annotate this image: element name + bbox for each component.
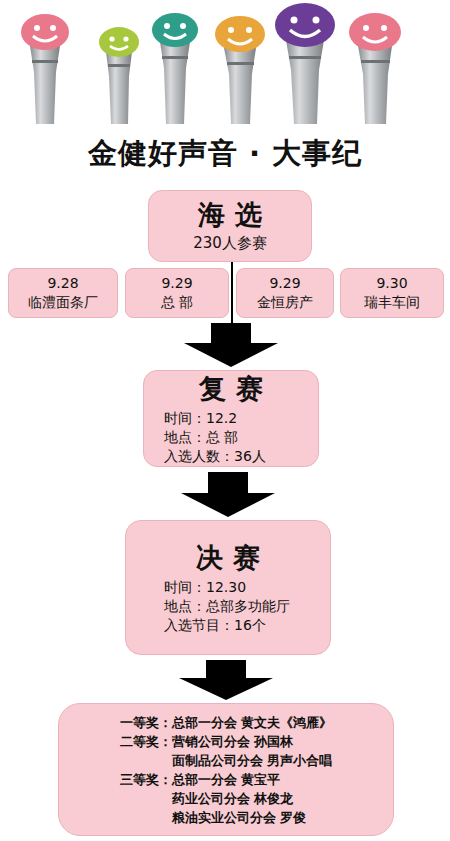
date-box: 9.30瑞丰车间 (340, 268, 444, 318)
date-label: 9.29 (237, 274, 333, 293)
award-box: 一等奖：总部一分会 黄文夫《鸿雁》二等奖：营销公司分会 孙国林面制品公司分会 男… (58, 703, 394, 836)
date-box: 9.29金恒房产 (236, 268, 334, 318)
mic-figure (349, 13, 401, 124)
venue-label: 金恒房产 (237, 293, 333, 312)
stage-detail: 230人参赛 (149, 232, 311, 254)
mic-figure (215, 16, 265, 124)
award-level: 一等奖： (120, 713, 172, 732)
award-level: 三等奖： (120, 770, 172, 789)
award-winner: 总部一分会 黄文夫《鸿雁》 (172, 713, 333, 732)
stage-heading: 决 赛 (126, 540, 330, 576)
stage-heading: 复 赛 (144, 371, 318, 407)
stage-detail: 入选人数：36人 (144, 447, 318, 466)
award-winner: 总部一分会 黄宝平 (172, 770, 333, 789)
stage-box: 复 赛时间：12.2地点：总 部入选人数：36人 (143, 370, 319, 467)
flow-arrow (181, 472, 275, 517)
block-arrow (179, 660, 273, 700)
mic-figure (275, 3, 335, 124)
stage-box: 海 选230人参赛 (148, 190, 312, 262)
date-label: 9.30 (341, 274, 443, 293)
diagram-title: 金健好声音 · 大事纪 (0, 134, 450, 174)
stage-detail: 时间：12.30 (126, 578, 330, 597)
award-winner: 粮油实业公司分会 罗俊 (172, 808, 333, 827)
date-label: 9.29 (126, 274, 228, 293)
award-winner: 面制品公司分会 男声小合唱 (172, 751, 333, 770)
stage-heading: 海 选 (149, 198, 311, 232)
grid-spacer (120, 751, 172, 770)
stage-detail: 入选节目：16个 (126, 616, 330, 635)
grid-spacer (120, 789, 172, 808)
date-box: 9.28临澧面条厂 (8, 268, 118, 318)
microphone-illustration (0, 0, 450, 130)
grid-spacer (120, 808, 172, 827)
block-arrow (181, 472, 275, 517)
stage-detail: 地点：总 部 (144, 428, 318, 447)
arrow-lead (231, 262, 233, 323)
date-box: 9.29总 部 (125, 268, 229, 318)
award-grid: 一等奖：总部一分会 黄文夫《鸿雁》二等奖：营销公司分会 孙国林面制品公司分会 男… (59, 713, 393, 827)
award-winner: 药业公司分会 林俊龙 (172, 789, 333, 808)
block-arrow (184, 323, 278, 367)
venue-label: 瑞丰车间 (341, 293, 443, 312)
stage-detail: 地点：总部多功能厅 (126, 597, 330, 616)
flow-arrow (179, 660, 273, 700)
mic-figure (152, 13, 198, 124)
venue-label: 临澧面条厂 (9, 293, 117, 312)
stage-detail: 时间：12.2 (144, 409, 318, 428)
award-winner: 营销公司分会 孙国林 (172, 732, 333, 751)
stage-box: 决 赛时间：12.30地点：总部多功能厅入选节目：16个 (125, 520, 331, 655)
mic-figure (21, 14, 69, 124)
mic-figure (99, 27, 139, 124)
venue-label: 总 部 (126, 293, 228, 312)
date-label: 9.28 (9, 274, 117, 293)
award-level: 二等奖： (120, 732, 172, 751)
